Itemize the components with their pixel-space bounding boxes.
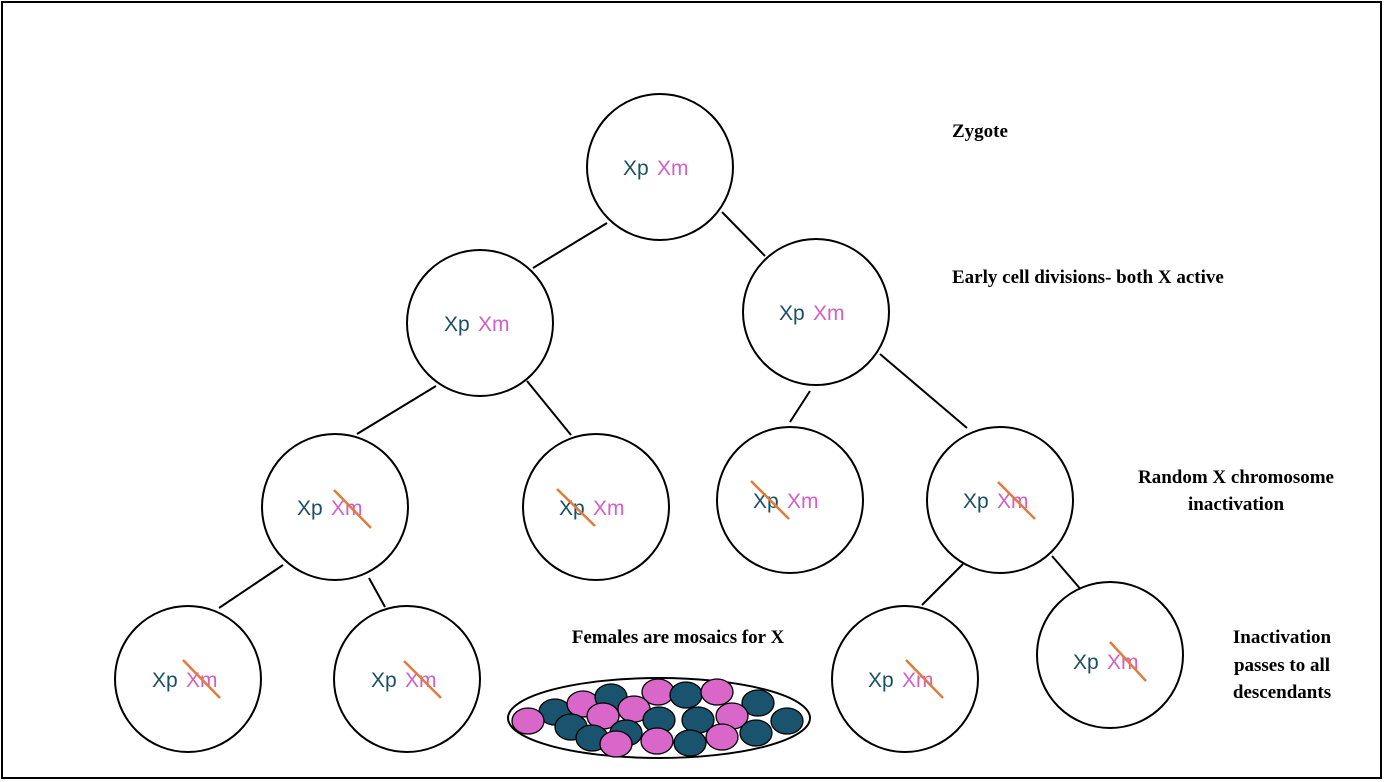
cell-outline bbox=[1036, 581, 1184, 729]
inactivation-strike bbox=[333, 489, 372, 529]
mosaic-cell-xm-active bbox=[705, 723, 739, 751]
edge-inact-4-desc-3 bbox=[921, 563, 964, 606]
cell-inact-1: Xp Xm bbox=[261, 433, 409, 581]
edge-inact-1-desc-1 bbox=[218, 564, 284, 609]
cell-desc-4: Xp Xm bbox=[1036, 581, 1184, 729]
xp-label: Xp bbox=[444, 313, 470, 336]
xp-label: Xp bbox=[371, 669, 397, 692]
inactivation-strike bbox=[1109, 641, 1147, 682]
edge-early-left-inact-2 bbox=[526, 380, 572, 436]
mosaic-tissue bbox=[507, 677, 811, 759]
cell-inact-2: Xp Xm bbox=[522, 433, 670, 581]
xp-text: Xp bbox=[623, 157, 649, 180]
inactivation-strike bbox=[403, 660, 442, 699]
edge-zygote-early-right bbox=[721, 211, 766, 257]
xm-label: Xm bbox=[478, 313, 510, 336]
cell-outline bbox=[406, 249, 554, 397]
inactivation-strike bbox=[750, 480, 790, 520]
cell-outline bbox=[926, 426, 1074, 574]
xp-label: Xp bbox=[559, 497, 585, 520]
xp-label: Xp bbox=[623, 157, 649, 180]
cell-desc-2: Xp Xm bbox=[333, 605, 481, 753]
cell-outline bbox=[831, 605, 979, 753]
inactivation-strike bbox=[556, 488, 596, 527]
cell-outline bbox=[586, 93, 734, 241]
xm-label: Xm bbox=[1107, 651, 1139, 674]
xm-label: Xm bbox=[593, 497, 625, 520]
mosaic-cell-xp-active bbox=[673, 729, 707, 757]
cell-early-right: Xp Xm bbox=[742, 238, 890, 386]
xp-label: Xp bbox=[1073, 651, 1099, 674]
cell-early-left: Xp Xm bbox=[406, 249, 554, 397]
xp-label: Xp bbox=[152, 669, 178, 692]
label-random-inactivation-line2: inactivation bbox=[1188, 494, 1284, 515]
inactivation-strike bbox=[182, 659, 221, 699]
cell-outline bbox=[716, 426, 864, 574]
mosaic-cell-xm-active bbox=[511, 707, 545, 735]
edge-inact-4-desc-4 bbox=[1051, 555, 1084, 593]
cell-outline bbox=[261, 433, 409, 581]
xp-label: Xp bbox=[963, 490, 989, 513]
inactivation-strike bbox=[997, 481, 1036, 520]
mosaic-cell-xp-active bbox=[739, 719, 773, 747]
cell-inact-4: Xp Xm bbox=[926, 426, 1074, 574]
cell-outline bbox=[114, 605, 262, 753]
label-passes-line3: descendants bbox=[1233, 682, 1331, 703]
xm-label: Xm bbox=[813, 302, 845, 325]
xp-label: Xp bbox=[753, 490, 779, 513]
label-random-inactivation-line1: Random X chromosome bbox=[1138, 467, 1334, 488]
mosaic-cell-xp-active bbox=[770, 707, 804, 735]
cell-outline bbox=[742, 238, 890, 386]
label-passes-line1: Inactivation bbox=[1233, 627, 1332, 648]
cell-outline bbox=[333, 605, 481, 753]
xp-label: Xp bbox=[297, 497, 323, 520]
edge-early-left-inact-1 bbox=[356, 385, 437, 435]
xm-label: Xm bbox=[657, 157, 689, 180]
mosaic-cell-xm-active bbox=[599, 730, 633, 758]
mosaic-cell-xm-active bbox=[640, 727, 674, 755]
label-zygote: Zygote bbox=[952, 121, 1008, 142]
xm-label: Xm bbox=[902, 669, 934, 692]
xp-label: Xp bbox=[779, 302, 805, 325]
edge-early-right-inact-3 bbox=[789, 390, 811, 423]
edge-inact-1-desc-2 bbox=[368, 577, 386, 608]
label-early-divisions: Early cell divisions- both X active bbox=[952, 267, 1224, 288]
mosaic-cells bbox=[511, 678, 804, 758]
inactivation-strike bbox=[905, 659, 944, 699]
lineage-edges bbox=[218, 211, 1084, 609]
label-passes-line2: passes to all bbox=[1234, 655, 1330, 676]
cell-inact-3: Xp Xm bbox=[716, 426, 864, 574]
edge-early-right-inact-4 bbox=[879, 353, 968, 429]
cell-desc-1: Xp Xm bbox=[114, 605, 262, 753]
mosaic-cell-xp-active bbox=[741, 689, 775, 717]
label-mosaic: Females are mosaics for X bbox=[572, 627, 785, 648]
mosaic-cell-xm-active bbox=[700, 678, 734, 706]
edge-zygote-early-left bbox=[532, 222, 608, 269]
xm-label: Xm bbox=[787, 490, 819, 513]
xm-label: Xm bbox=[997, 490, 1029, 513]
mosaic-cell-xp-active bbox=[669, 681, 703, 709]
xm-label: Xm bbox=[331, 497, 363, 520]
cell-outline bbox=[522, 433, 670, 581]
cell-zygote: Xp Xm bbox=[586, 93, 734, 241]
cell-desc-3: Xp Xm bbox=[831, 605, 979, 753]
xp-label: Xp bbox=[868, 669, 894, 692]
